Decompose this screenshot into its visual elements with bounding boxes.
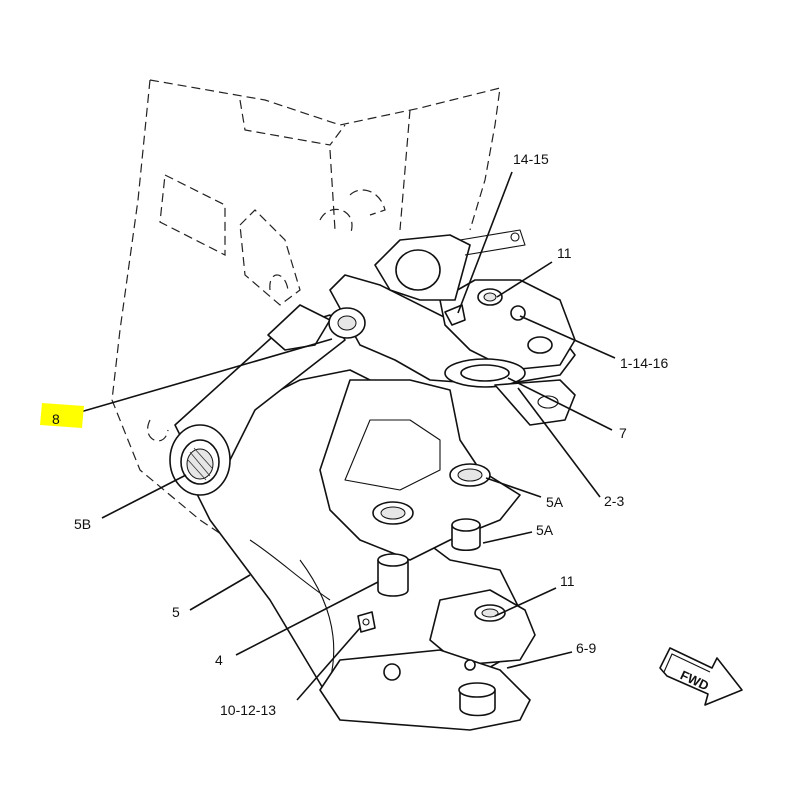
callout-7: 7 [619,425,627,441]
upper-bracket [374,229,526,301]
leader-11-top [496,261,553,298]
leader-lines [69,171,616,701]
bolt-10-12-13 [357,611,376,633]
leader-7 [507,377,613,431]
leader-6-9 [506,651,573,669]
callout-5a-mid: 5A [536,522,554,538]
callout-14-15: 14-15 [513,151,549,167]
callout-5: 5 [172,604,180,620]
leader-8 [69,338,333,416]
callout-2-3: 2-3 [604,493,624,509]
callout-1-14-16: 1-14-16 [620,355,668,371]
pin-4 [377,553,409,597]
callout-8-highlight [40,403,84,428]
callout-6-9: 6-9 [576,640,596,656]
leader-14-15 [457,171,513,314]
callout-11-low: 11 [560,573,575,589]
leader-4 [235,581,379,656]
leader-5b [101,474,187,519]
washer-7 [444,358,526,388]
base-plate [319,649,531,731]
bushing-5b [169,424,231,496]
top-plate [439,279,576,371]
callout-11-top: 11 [557,245,572,261]
leader-5 [189,574,251,611]
machine-frame-outline [111,79,501,671]
wedge-plate [494,379,576,426]
pin-5a [451,518,481,552]
leader-5a-top [485,477,542,498]
callout-8: 8 [52,411,60,427]
callout-5a-top: 5A [546,494,564,510]
leader-5a-mid [482,531,533,544]
callout-5b: 5B [74,516,91,532]
leader-11-low [494,587,557,617]
leader-2-3 [517,387,601,498]
leader-10-12-13 [296,627,361,701]
callout-4: 4 [215,652,223,668]
leader-1-14-16 [519,315,616,359]
fwd-arrow: FWD [659,647,743,706]
callout-10-12-13: 10-12-13 [220,702,276,718]
lower-block [429,589,536,666]
callout-labels: 14-15 11 1-14-16 8 7 5B 2-3 5A 5A 5 11 4… [52,151,668,718]
middle-plate [319,379,521,561]
